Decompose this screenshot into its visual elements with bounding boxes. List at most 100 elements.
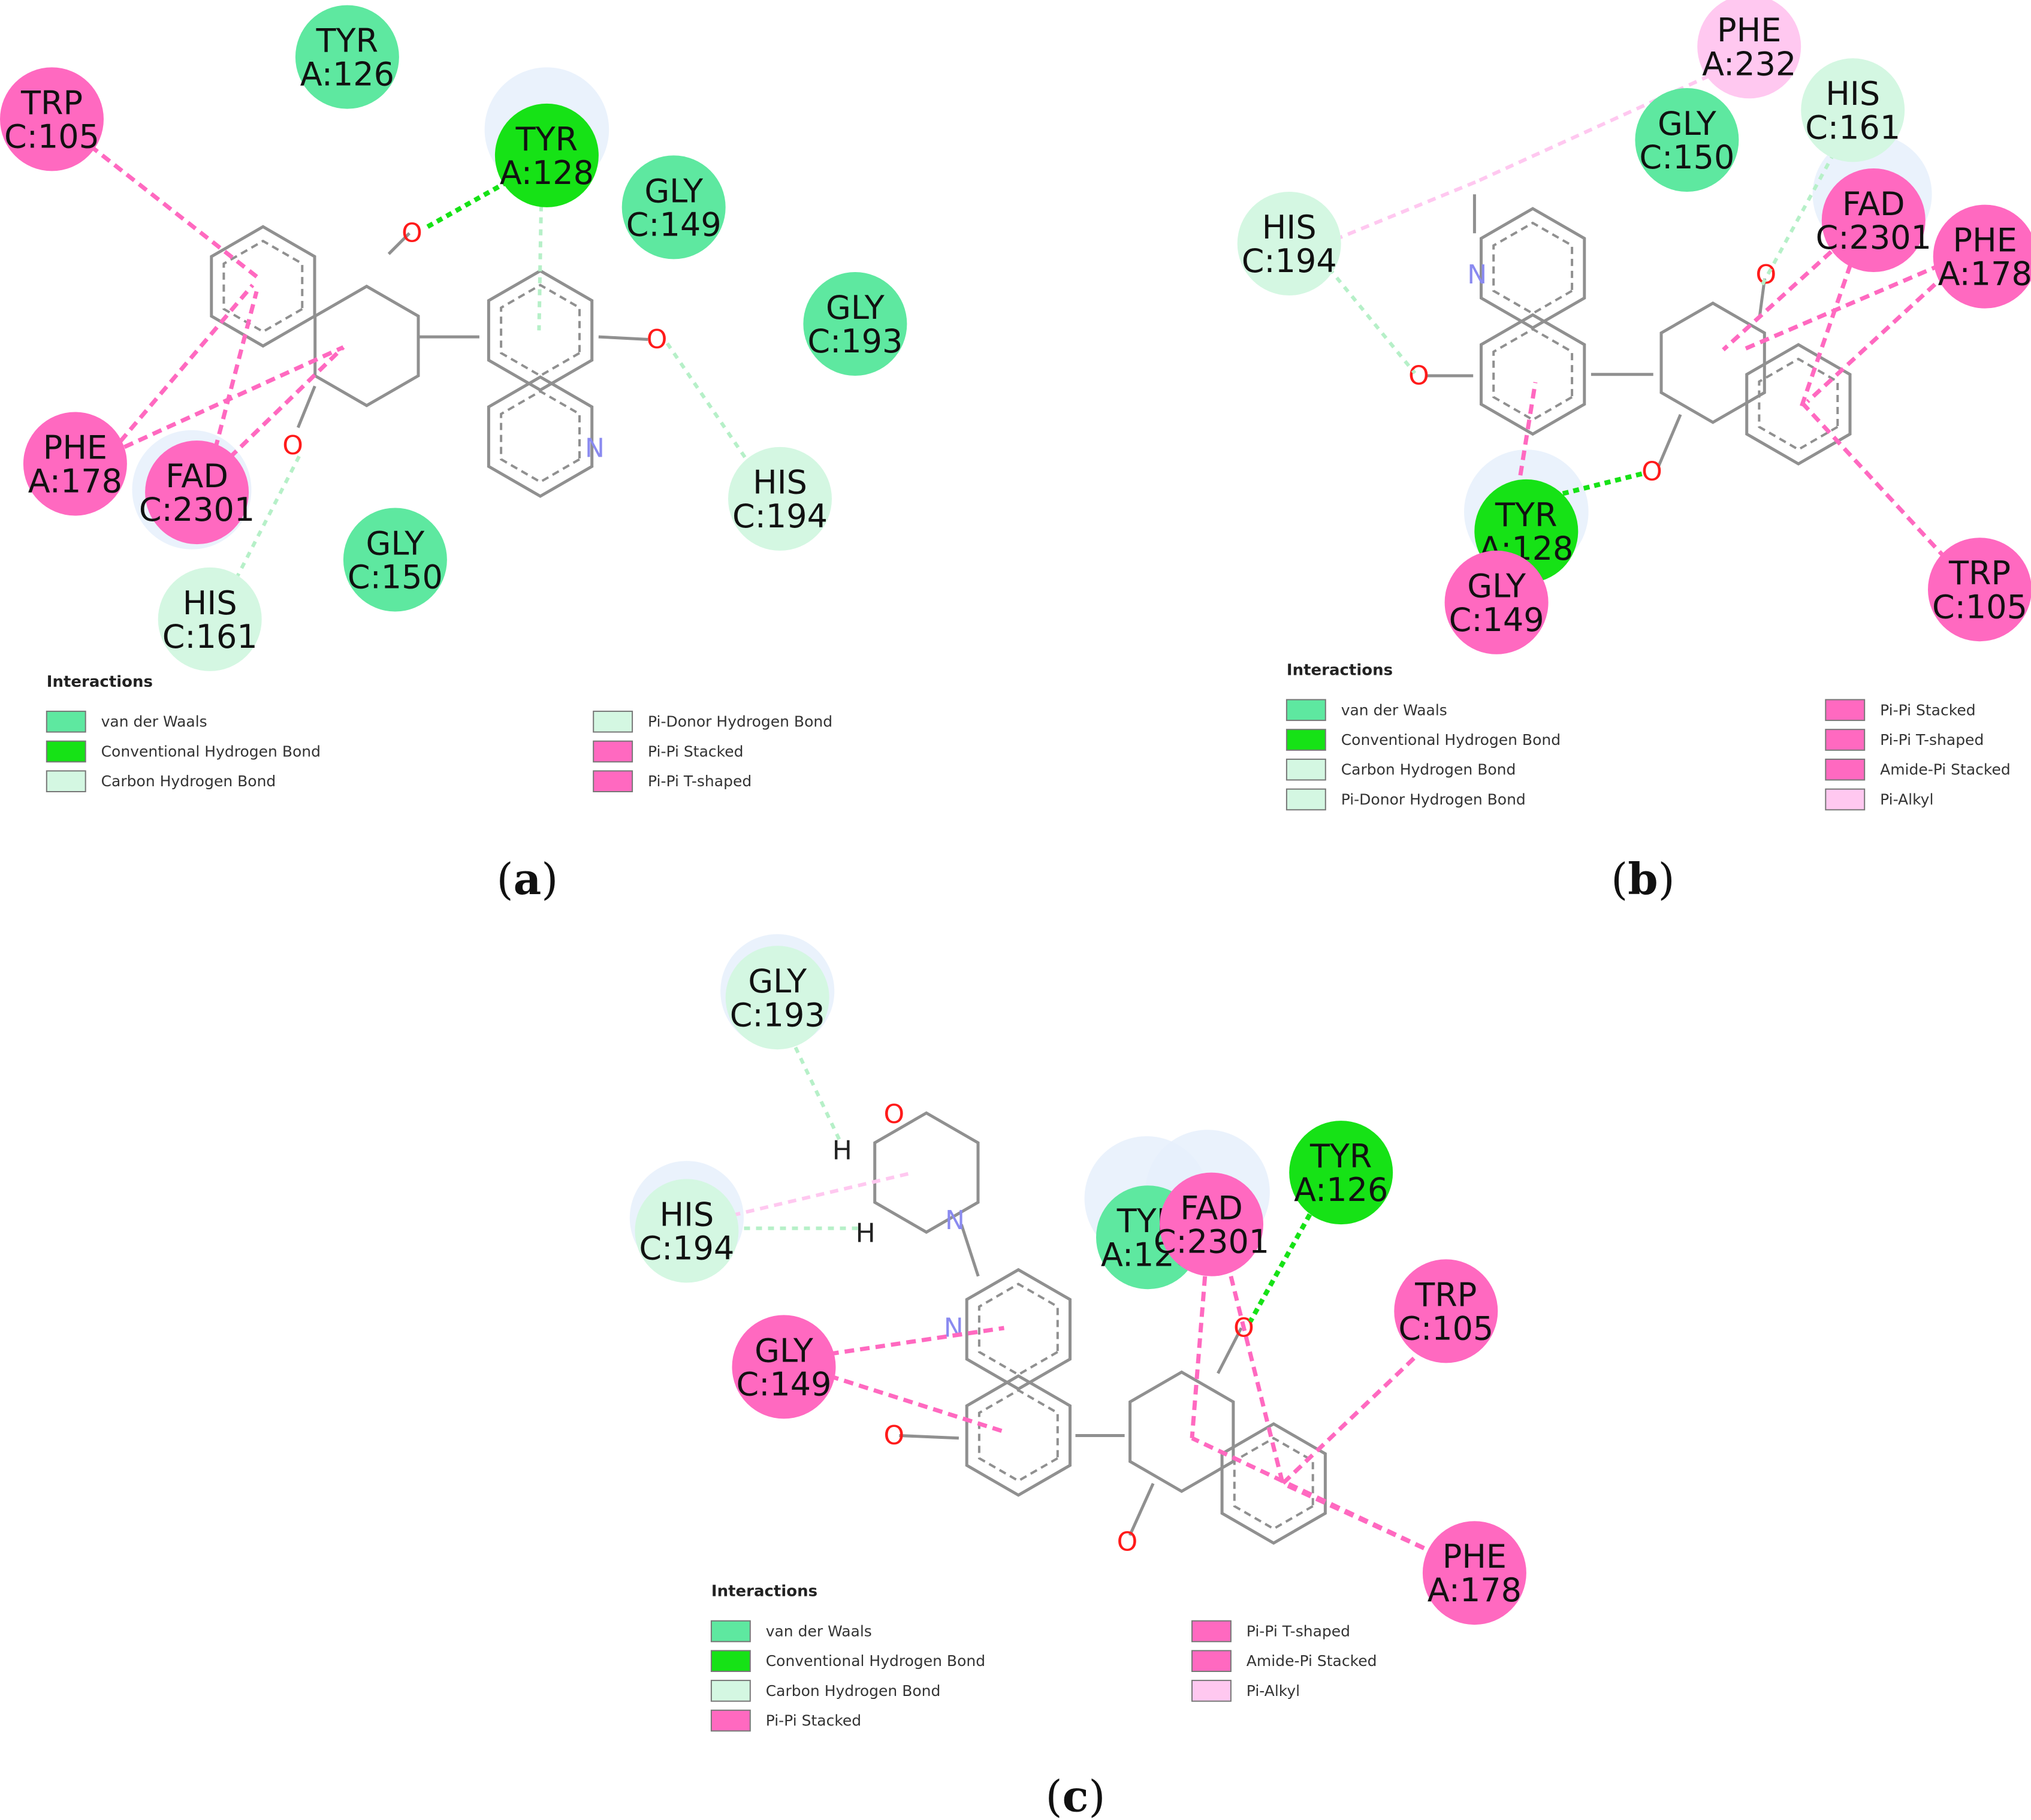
legend-label: Carbon Hydrogen Bond — [101, 772, 276, 790]
bond — [1128, 1483, 1155, 1537]
residue-id: C:105 — [4, 118, 99, 156]
residue-disc — [635, 1179, 739, 1283]
residue-name: GLY — [826, 289, 885, 327]
legend-swatch — [1191, 1680, 1232, 1702]
legend-item: Pi-Alkyl — [1825, 788, 1933, 811]
interaction-line — [76, 134, 261, 280]
interaction-line — [1476, 50, 1763, 183]
panel-b: NOOOPHEA:232GLYC:150HISC:161HISC:194FADC… — [1237, 0, 2031, 904]
interaction-line — [1190, 1276, 1208, 1439]
aromatic-ring — [1233, 1436, 1314, 1531]
residue-name: HIS — [753, 464, 807, 502]
legend-label: Conventional Hydrogen Bond — [101, 743, 321, 760]
residue-id: C:2301 — [1154, 1223, 1269, 1261]
legend-item: van der Waals — [46, 710, 207, 733]
legend-swatch — [710, 1709, 751, 1732]
legend-swatch — [46, 710, 86, 733]
legend-swatch — [593, 740, 633, 763]
legend-label: Carbon Hydrogen Bond — [1341, 761, 1516, 778]
legend-swatch — [1825, 758, 1866, 781]
interaction-line — [665, 342, 766, 487]
bond — [899, 1434, 959, 1440]
residue-id: C:2301 — [139, 491, 255, 529]
hydrogen-atom: H — [856, 1218, 876, 1249]
panel-label-open: ( — [496, 854, 513, 904]
legend-item: Pi-Pi Stacked — [1825, 699, 1976, 722]
panel-label-open: ( — [1611, 854, 1628, 904]
legend-item: Amide-Pi Stacked — [1825, 758, 2011, 781]
ring-bond — [1745, 343, 1852, 466]
residue-name: GLY — [366, 524, 425, 562]
panel-label: (a) — [496, 853, 558, 904]
residue-name: PHE — [1442, 1538, 1507, 1575]
legend-label: Pi-Donor Hydrogen Bond — [648, 713, 832, 731]
legend-item: Pi-Alkyl — [1191, 1680, 1300, 1702]
interaction-line — [829, 1326, 1005, 1356]
legend-title: Interactions — [711, 1583, 817, 1601]
panel-label-close: ) — [541, 854, 558, 904]
nitrogen-atom: N — [585, 433, 605, 464]
legend-item: van der Waals — [710, 1620, 872, 1643]
legend-label: Carbon Hydrogen Bond — [766, 1682, 941, 1700]
residue-id: C:194 — [639, 1230, 734, 1267]
interaction-line — [1281, 1345, 1427, 1486]
aromatic-ring — [222, 239, 304, 333]
panel-label-close: ) — [1088, 1771, 1105, 1820]
panel-label-letter: c — [1063, 1771, 1089, 1820]
legend-item: Pi-Pi T-shaped — [593, 770, 752, 793]
legend-swatch — [1825, 788, 1866, 811]
legend-item: Pi-Pi Stacked — [710, 1709, 861, 1732]
panel-label: (b) — [1611, 853, 1675, 904]
residue-id: C:161 — [162, 618, 258, 656]
ring-bond — [1128, 1370, 1235, 1493]
residue-disc — [295, 5, 399, 109]
panel-label-letter: b — [1628, 853, 1658, 904]
aromatic-ring — [1492, 221, 1574, 315]
panel-label-close: ) — [1658, 854, 1675, 904]
legend-label: Pi-Pi T-shaped — [1247, 1623, 1350, 1640]
legend-item: Carbon Hydrogen Bond — [46, 770, 276, 793]
residue-disc — [1697, 0, 1801, 99]
residue-disc — [621, 155, 726, 259]
residue-disc — [728, 446, 832, 551]
residue-id: A:126 — [300, 56, 394, 93]
interaction-line — [1229, 1275, 1285, 1484]
legend-item: Amide-Pi Stacked — [1191, 1650, 1377, 1672]
legend-item: Pi-Donor Hydrogen Bond — [593, 710, 832, 733]
bond — [959, 1224, 980, 1277]
ring-bond — [1480, 313, 1586, 436]
legend-item: Carbon Hydrogen Bond — [1285, 758, 1516, 781]
ring-bond — [965, 1374, 1072, 1497]
residue-id: C:150 — [1639, 138, 1734, 176]
legend-label: Pi-Pi Stacked — [648, 743, 744, 760]
residue-name: GLY — [748, 962, 807, 1000]
interaction-line — [1320, 258, 1417, 375]
residue-name: TRP — [20, 84, 83, 122]
oxygen-atom: O — [883, 1099, 904, 1130]
oxygen-atom: O — [883, 1420, 904, 1451]
residue-id: C:194 — [732, 497, 828, 535]
residue-id: C:105 — [1398, 1310, 1493, 1348]
residue-disc — [1422, 1521, 1526, 1625]
bond — [296, 385, 316, 428]
legend-label: Pi-Pi T-shaped — [1880, 731, 1984, 748]
residue-id: A:178 — [28, 463, 122, 500]
residue-name: GLY — [1658, 105, 1717, 143]
legend-title: Interactions — [1287, 661, 1393, 679]
residue-id: C:193 — [730, 996, 825, 1034]
residue-disc — [1933, 204, 2031, 309]
bond — [1217, 1327, 1243, 1374]
residue-id: C:149 — [1449, 601, 1544, 639]
residue-disc — [803, 272, 907, 376]
